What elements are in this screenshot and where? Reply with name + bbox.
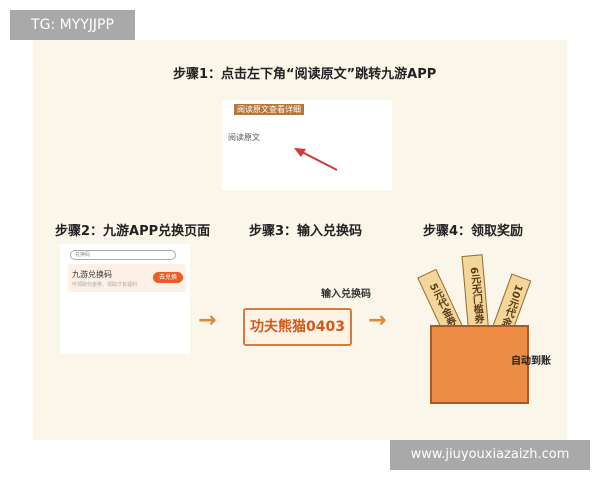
arrow-icon: → [198, 308, 217, 333]
step1-screenshot: 阅读原文查看详细 阅读原文 [222, 100, 392, 190]
code-label: 输入兑换码 [321, 289, 371, 300]
redeem-card-sub: 可领取代金券、领取才有福利 [72, 282, 138, 288]
watermark-top: TG: MYYJJPP [10, 10, 135, 40]
red-arrow-icon [294, 148, 338, 171]
step2-screenshot: 兑换码 九游兑换码 可领取代金券、领取才有福利 去兑换 [60, 244, 190, 354]
gift-box-icon [430, 325, 529, 404]
step2-title: 步骤2：九游APP兑换页面 [55, 224, 211, 239]
redeem-card-title: 九游兑换码 [72, 270, 112, 279]
watermark-bottom: www.jiuyouxiazaizh.com [390, 440, 590, 470]
redeem-card: 九游兑换码 可领取代金券、领取才有福利 去兑换 [68, 264, 186, 292]
ticket-6: 6元无门槛券 [461, 254, 490, 336]
step3-title: 步骤3：输入兑换码 [249, 224, 363, 239]
step1-title: 步骤1：点击左下角“阅读原文”跳转九游APP [173, 67, 437, 82]
read-more-tag: 阅读原文查看详细 [234, 104, 304, 115]
tutorial-card: 步骤1：点击左下角“阅读原文”跳转九游APP 阅读原文查看详细 阅读原文 步骤2… [33, 40, 567, 440]
auto-credit-note: 自动到账 [511, 356, 551, 367]
search-input[interactable]: 兑换码 [70, 250, 176, 260]
step4-title: 步骤4：领取奖励 [423, 224, 524, 239]
redeem-code: 功夫熊猫0403 [243, 308, 352, 346]
read-original-link[interactable]: 阅读原文 [228, 133, 260, 142]
redeem-button[interactable]: 去兑换 [153, 272, 183, 283]
arrow-icon: → [368, 308, 387, 333]
